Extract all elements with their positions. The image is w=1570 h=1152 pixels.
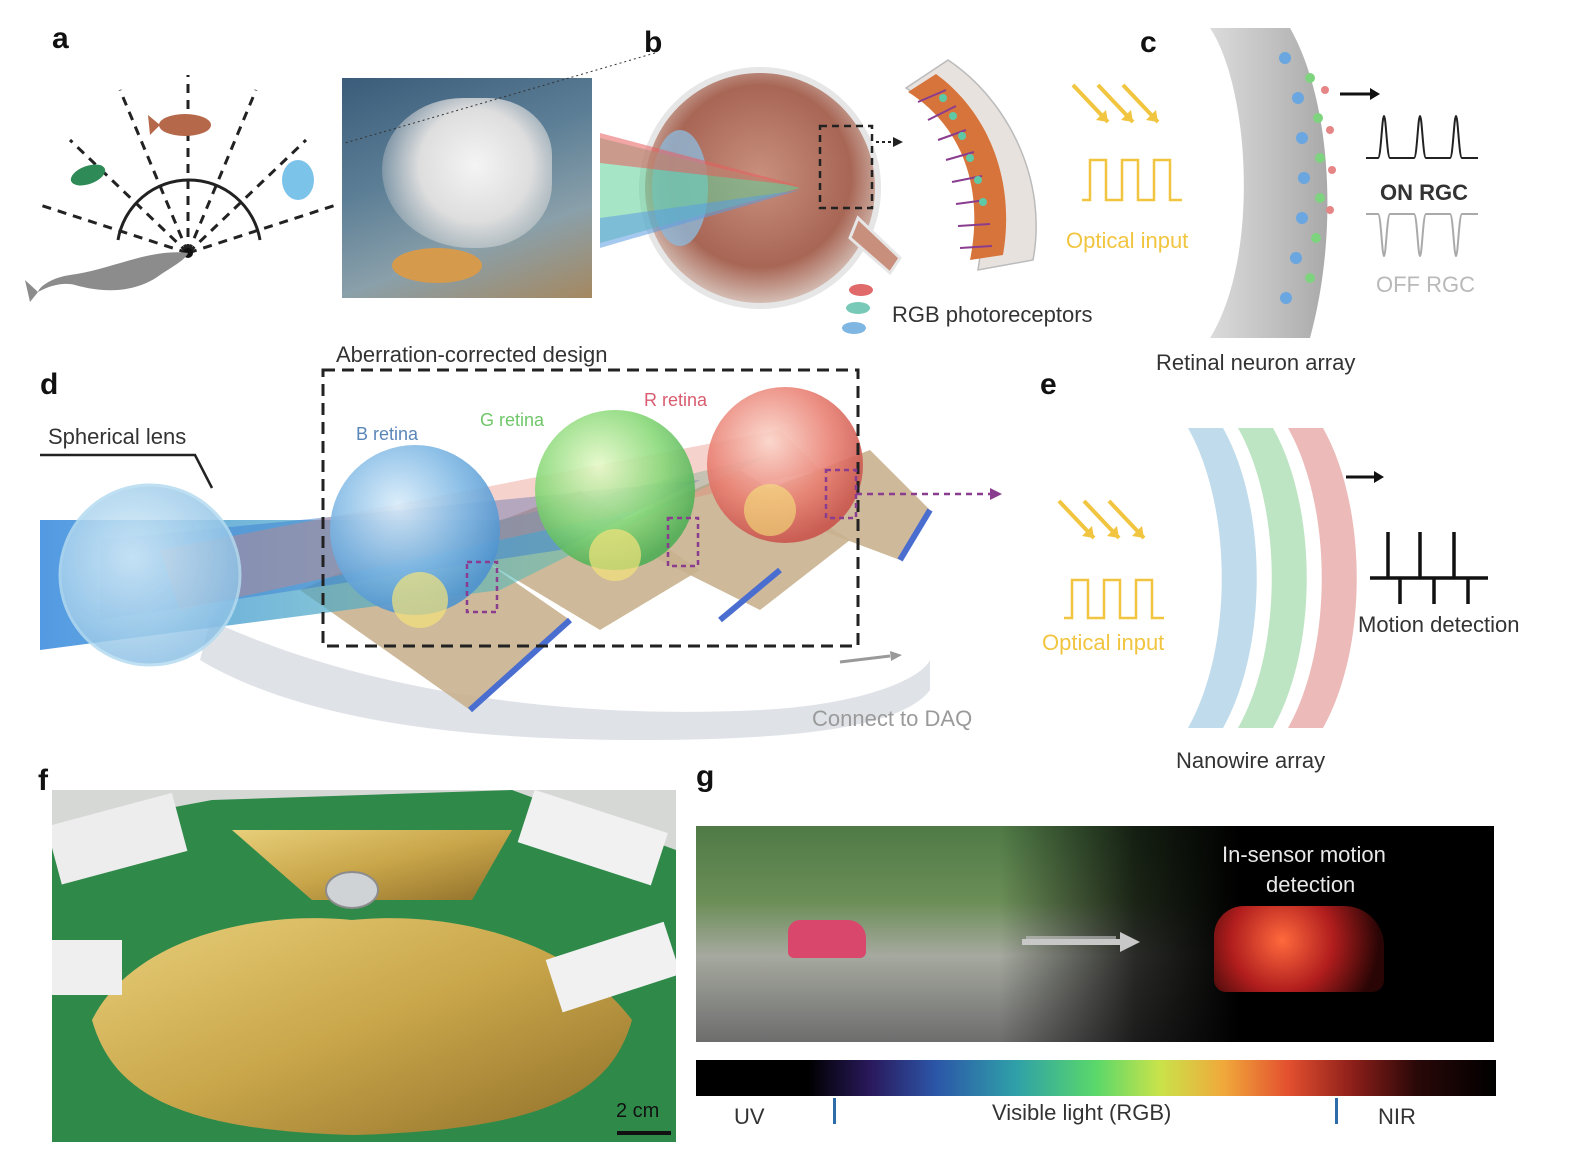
visual-field-diagram [25,75,337,302]
panel-label-e: e [1040,368,1057,401]
device-photo [52,790,676,1142]
retinal-neuron-array-label: Retinal neuron array [1156,350,1356,375]
compound-eye-sensor-diagram [40,368,1002,740]
r-retina-label: R retina [644,390,708,410]
rgb-photoreceptors-label: RGB photoreceptors [892,302,1093,327]
on-rgc-label: ON RGC [1380,180,1468,205]
optical-input-arrows-b [1071,83,1160,124]
optical-input-label-b: Optical input [1066,228,1189,253]
optical-pulse-train-e [1064,578,1164,620]
motion-arrow-g [1022,932,1140,952]
off-rgc-label: OFF RGC [1376,272,1475,297]
b-retina-label: B retina [356,424,419,444]
in-sensor-motion-detection-line2: detection [1266,872,1356,897]
goldfish-photo [342,78,592,298]
off-rgc-spike-trace [1366,213,1478,258]
spectrum-bar [696,1060,1496,1096]
optical-input-arrows-e [1057,499,1146,540]
signal-arrow-e [1346,471,1384,483]
panel-label-c: c [1140,26,1157,59]
motion-detection-label: Motion detection [1358,612,1520,637]
panel-label-d: d [40,368,59,401]
panel-label-a: a [52,22,69,55]
nir-label: NIR [1378,1104,1416,1129]
nir-boundary-tick [1335,1098,1338,1124]
nanowire-array-illustration [1188,428,1357,728]
visible-light-label: Visible light (RGB) [992,1100,1172,1125]
road-scene-photo [696,826,1494,1042]
scale-bar-label: 2 cm [616,1100,660,1122]
retina-cross-section [904,59,1037,271]
spherical-lens-label: Spherical lens [48,424,187,449]
uv-label: UV [734,1104,765,1129]
panel-label-g: g [696,760,715,793]
on-rgc-spike-trace [1366,114,1478,159]
optical-input-label-e: Optical input [1042,630,1165,655]
motion-detection-spikes [1370,532,1488,604]
signal-arrow-c [1340,88,1380,100]
connect-to-daq-label: Connect to DAQ [812,706,973,731]
aberration-corrected-design-label: Aberration-corrected design [336,342,608,367]
panel-label-f: f [38,764,48,797]
retinal-neuron-array-illustration [1210,28,1336,338]
optical-pulse-train-b [1082,158,1182,202]
eye-illustration [344,52,903,309]
nanowire-array-label: Nanowire array [1176,748,1326,773]
photoreceptor-icons [842,284,873,334]
panel-label-b: b [644,26,663,59]
in-sensor-motion-detection-line1: In-sensor motion [1222,842,1386,867]
uv-boundary-tick [833,1098,836,1124]
g-retina-label: G retina [480,410,545,430]
